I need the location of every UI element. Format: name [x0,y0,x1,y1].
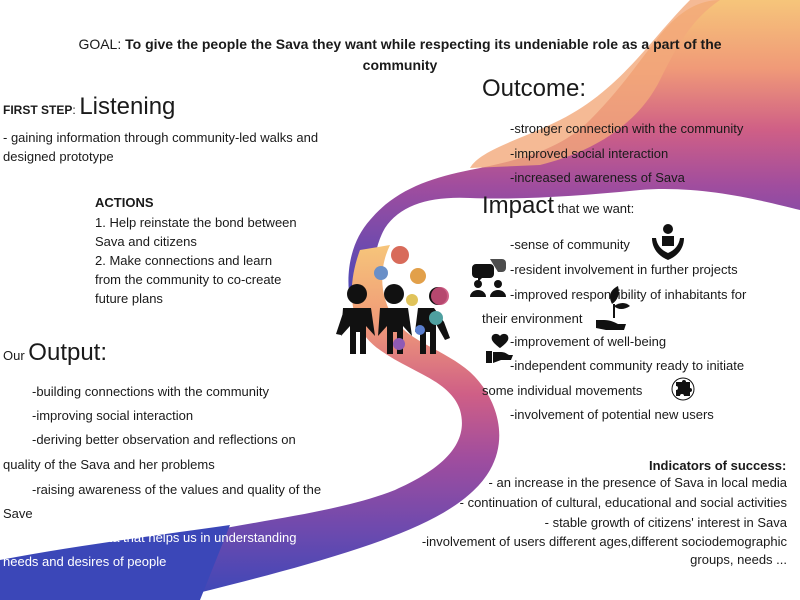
first-step-line-1: - gaining information through community-… [3,130,319,145]
hand-heart-icon [486,333,513,363]
impact-line: -independent community ready to initiate [510,358,745,373]
indicators-line: - an increase in the presence of Sava in… [488,475,787,490]
first-step-heading: FIRST STEP: Listening [3,95,175,119]
goal-text-continued: community [362,57,438,73]
first-step-line-2: designed prototype [3,149,114,164]
hands-heart-icon [652,224,684,260]
actions-line: Sava and citizens [95,234,197,249]
outcome-line: -stronger connection with the community [510,121,744,136]
output-line: quality of the Sava and her problems [3,457,215,472]
actions-title: ACTIONS [95,195,154,210]
actions-line: future plans [95,291,163,306]
chat-people-icon [470,259,506,297]
output-line: needs and desires of people [3,554,167,569]
output-line: -improving social interaction [32,408,194,423]
output-line: -collecting data that helps us in unders… [32,530,297,545]
output-line: Save [3,506,33,521]
impact-line: some individual movements [482,383,643,398]
impact-title: Impact [482,192,555,219]
impact-line: -sense of community [510,237,630,252]
goal-statement: GOAL: To give the people the Sava they w… [0,34,800,76]
impact-line: -improvement of well-being [510,334,667,349]
impact-heading: Impact that we want: [482,194,635,218]
outcome-line: -increased awareness of Sava [510,170,685,185]
indicators-title: Indicators of success: [649,458,787,473]
impact-line: -improved responsibility of inhabitants … [510,287,747,302]
photo-collage-icon [374,246,449,350]
first-step-colon: : [72,103,76,117]
output-title: Output: [28,339,108,366]
output-heading: Our Output: [3,341,107,365]
goal-prefix: GOAL: [78,36,126,52]
outcome-title: Outcome: [482,75,587,102]
puzzle-icon [671,377,695,401]
outcome-line: -improved social interaction [510,146,669,161]
output-line: -raising awareness of the values and qua… [32,482,322,497]
goal-text: To give the people the Sava they want wh… [125,36,722,52]
output-line: -deriving better observation and reflect… [32,432,296,447]
actions-line: from the community to co-create [95,272,282,287]
indicators-line: -involvement of users different ages,dif… [421,534,787,549]
indicators-line: - continuation of cultural, educational … [459,495,787,510]
output-prefix: Our [3,348,25,363]
impact-suffix: that we want: [557,201,635,216]
output-line: -building connections with the community [32,384,270,399]
first-step-title: Listening [79,93,176,120]
actions-line: 2. Make connections and learn [95,253,273,268]
actions-line: 1. Help reinstate the bond between [95,215,297,230]
hand-plant-icon [596,286,630,330]
indicators-line: groups, needs ... [690,552,787,567]
impact-line: -involvement of potential new users [510,407,714,422]
indicators-line: - stable growth of citizens' interest in… [544,515,787,530]
impact-line: their environment [482,311,583,326]
impact-line: -resident involvement in further project… [510,262,738,277]
first-step-label: FIRST STEP [3,103,73,117]
